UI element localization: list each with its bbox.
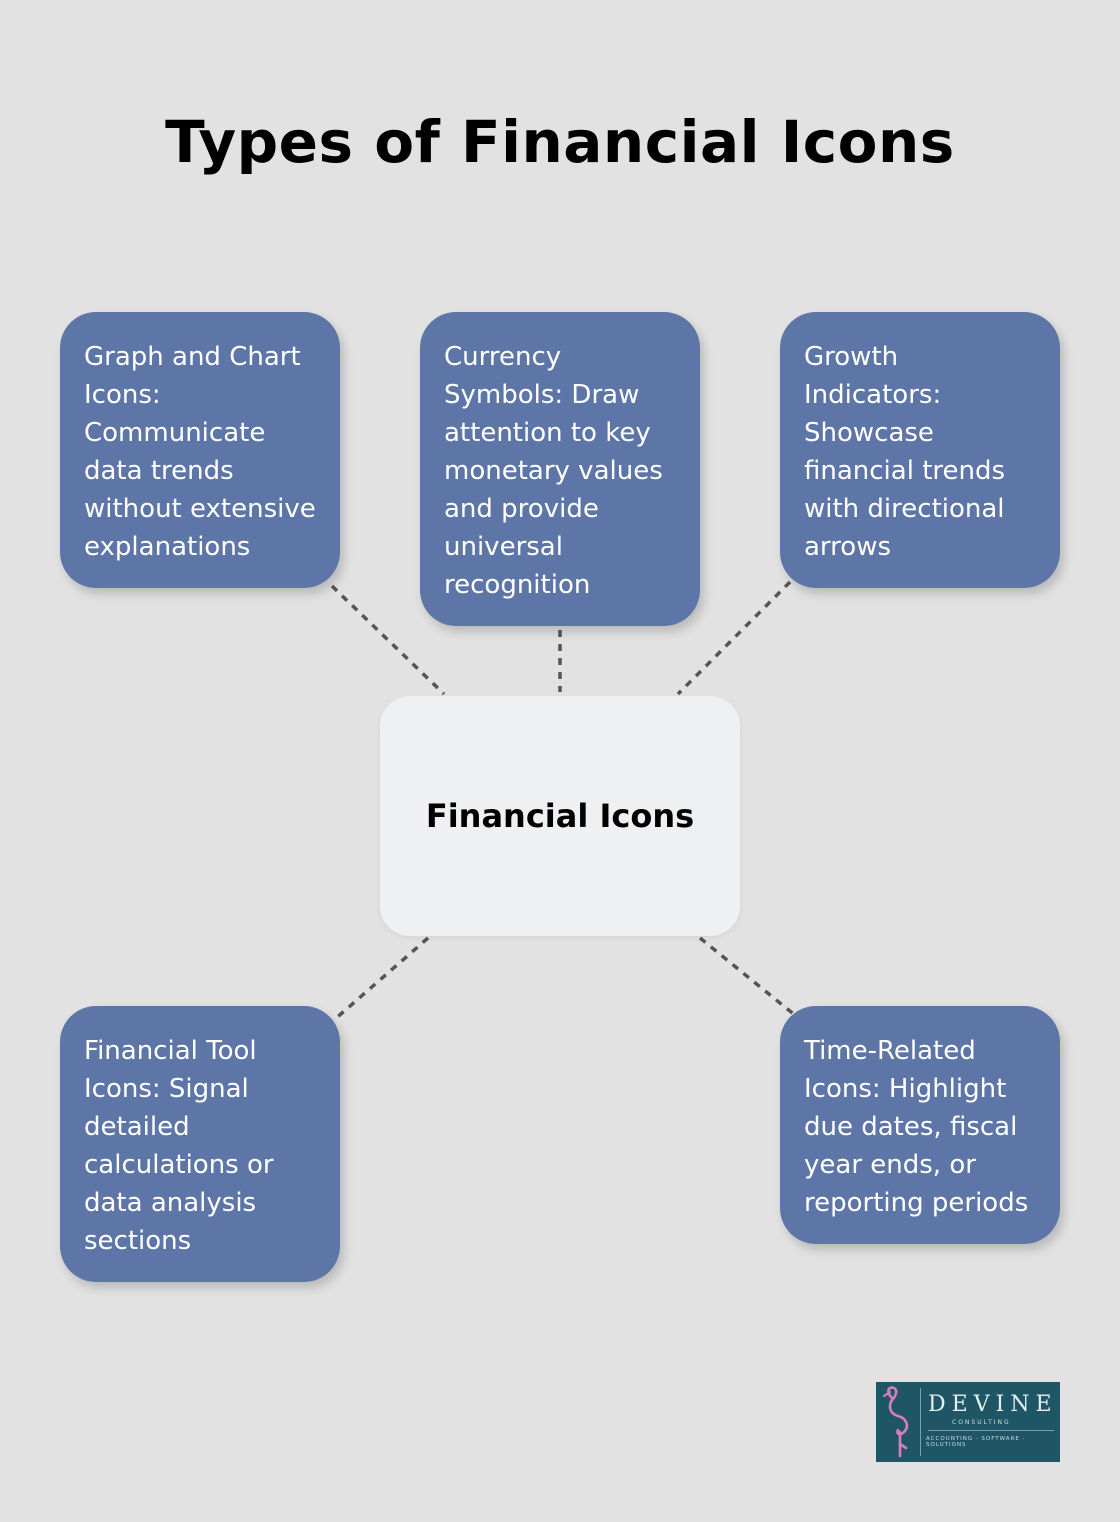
logo-tagline: ACCOUNTING · SOFTWARE · SOLUTIONS bbox=[926, 1436, 1026, 1448]
logo-rule bbox=[928, 1430, 1054, 1431]
page-title: Types of Financial Icons bbox=[165, 108, 955, 176]
connector-financial-tool bbox=[332, 936, 430, 1022]
devine-logo: DEVINE CONSULTING ACCOUNTING · SOFTWARE … bbox=[876, 1382, 1060, 1462]
center-node: Financial Icons bbox=[380, 696, 740, 936]
node-financial-tool-icons: Financial Tool Icons: Signal detailed ca… bbox=[60, 1006, 340, 1282]
node-growth-indicators: Growth Indicators: Showcase financial tr… bbox=[780, 312, 1060, 588]
node-graph-chart-icons: Graph and Chart Icons: Communicate data … bbox=[60, 312, 340, 588]
logo-divider bbox=[920, 1388, 921, 1456]
node-label: Financial Tool Icons: Signal detailed ca… bbox=[84, 1036, 274, 1256]
logo-name: DEVINE bbox=[928, 1392, 1058, 1417]
node-currency-symbols: Currency Symbols: Draw attention to key … bbox=[420, 312, 700, 626]
connector-time-related bbox=[698, 936, 798, 1018]
node-time-related-icons: Time-Related Icons: Highlight due dates,… bbox=[780, 1006, 1060, 1244]
connector-graph-chart bbox=[330, 584, 446, 696]
flamingo-icon bbox=[882, 1386, 909, 1458]
node-label: Currency Symbols: Draw attention to key … bbox=[444, 342, 663, 600]
connector-growth bbox=[676, 580, 792, 696]
center-label: Financial Icons bbox=[425, 797, 695, 835]
node-label: Graph and Chart Icons: Communicate data … bbox=[84, 342, 316, 562]
node-label: Growth Indicators: Showcase financial tr… bbox=[804, 342, 1006, 562]
node-label: Time-Related Icons: Highlight due dates,… bbox=[804, 1036, 1029, 1218]
logo-subtitle: CONSULTING bbox=[952, 1419, 1011, 1426]
